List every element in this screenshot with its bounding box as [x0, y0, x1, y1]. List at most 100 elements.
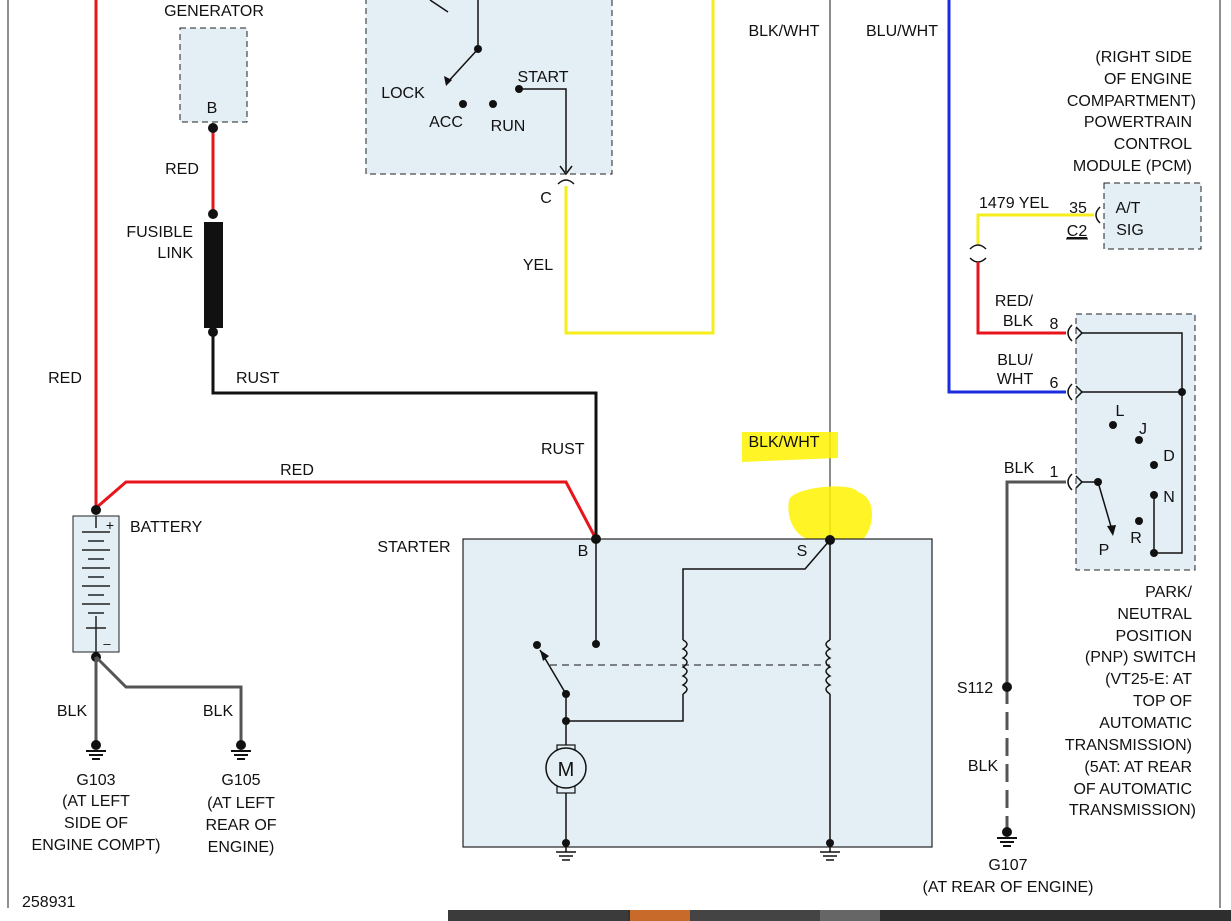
pnp-line-0: PARK/ [1145, 584, 1192, 601]
pcm-line-5: MODULE (PCM) [1073, 158, 1192, 175]
pnp-l-contact [1109, 421, 1117, 429]
g105-line-0: G105 [221, 772, 260, 789]
pnp-line-5: TOP OF [1133, 693, 1192, 710]
strip-segment-orange [630, 910, 690, 921]
red-blk-label-1: BLK [1003, 313, 1034, 330]
rust-label-1: RUST [236, 370, 280, 387]
rust-label-2: RUST [541, 441, 585, 458]
gear-r-label: R [1130, 530, 1142, 547]
rust-wire [211, 332, 598, 539]
yel-1479-wire [976, 213, 1094, 244]
ground-icon-g103 [86, 740, 106, 760]
pnp-line-8: (5AT: AT REAR [1084, 759, 1192, 776]
blu-wht-label-0: BLU/ [997, 352, 1033, 369]
blu-wht-top-label: BLU/WHT [866, 23, 938, 40]
g107-line-0: G107 [988, 857, 1027, 874]
g103-line-2: SIDE OF [64, 815, 128, 832]
ignition-arm-top [429, 0, 449, 13]
ign-run-label: RUN [491, 118, 526, 135]
generator-b-label: B [207, 100, 218, 117]
ign-c-label: C [540, 190, 552, 207]
connector-c-male [557, 179, 575, 185]
red-blk-wire [976, 262, 1066, 335]
solenoid-arrow [540, 650, 549, 661]
pcm-line-1: OF ENGINE [1104, 71, 1192, 88]
pnp-switch-box [1075, 313, 1196, 571]
red-left-label: RED [48, 370, 82, 387]
c2-label: C2 [1067, 223, 1088, 240]
ign-acc-label: ACC [429, 114, 463, 131]
pnp-pin8-circuit [1082, 332, 1183, 392]
pcm-connector-35 [1095, 206, 1101, 224]
pin-8-label: 8 [1050, 316, 1059, 333]
pnp-line-6: AUTOMATIC [1099, 715, 1192, 732]
pull-in-coil [681, 639, 688, 695]
bottom-toolbar-strip [0, 910, 1231, 921]
pnp-line-4: (VT25-E: AT [1105, 671, 1192, 688]
pin-35-label: 35 [1069, 200, 1087, 217]
fusible-link [204, 222, 223, 328]
motor-label: M [558, 759, 575, 781]
battery-cells [82, 516, 110, 652]
battery-positive-node [91, 505, 101, 515]
strip-segment-dark-2 [690, 910, 820, 921]
g103-line-1: (AT LEFT [62, 793, 130, 810]
g107-line-1: (AT REAR OF ENGINE) [923, 879, 1094, 896]
blk-wht-mid-label: BLK/WHT [748, 434, 819, 451]
generator-label: GENERATOR [164, 3, 264, 20]
solenoid-contact-b [592, 640, 600, 648]
s-to-pull-in-coil [682, 539, 831, 640]
highlight-blk-wht-label [742, 432, 838, 462]
pcm-line-3: POWERTRAIN [1084, 114, 1192, 131]
pnp-line-2: POSITION [1116, 628, 1192, 645]
at-sig-label-2: SIG [1116, 222, 1144, 239]
pnp-p-contact [1150, 549, 1158, 557]
pcm-box [1103, 182, 1202, 250]
pnp-line-1: NEUTRAL [1117, 606, 1192, 623]
blk-wht-top-label: BLK/WHT [748, 23, 819, 40]
strip-segment-white [0, 910, 448, 921]
wire-1479-label: 1479 YEL [979, 195, 1049, 212]
fusible-link-top-node [208, 209, 218, 219]
blk-g105-label: BLK [203, 703, 234, 720]
yel-label: YEL [523, 257, 553, 274]
pnp-n-contact [1150, 491, 1158, 499]
gear-l-label: L [1116, 403, 1125, 420]
pnp-selector-arm [1097, 481, 1113, 531]
pnp-d-contact [1150, 461, 1158, 469]
ignition-arrow [444, 76, 452, 86]
inline-connector-bottom [969, 257, 987, 263]
gear-2-label: J [1139, 421, 1147, 438]
pnp-p-n-bus [1154, 392, 1183, 554]
strip-segment-dark-3 [880, 910, 1231, 921]
ground-icon-g105 [231, 740, 251, 760]
ign-start-label: START [518, 69, 569, 86]
diagram-id: 258931 [22, 894, 75, 911]
s112-label: S112 [957, 680, 993, 697]
gear-d-label: D [1163, 448, 1175, 465]
hold-in-coil [825, 639, 832, 695]
ign-lock-label: LOCK [381, 85, 425, 102]
blk-g107-label: BLK [968, 758, 999, 775]
pcm-line-4: CONTROL [1114, 136, 1192, 153]
g103-line-3: ENGINE COMPT) [32, 837, 161, 854]
g103-line-0: G103 [76, 772, 115, 789]
ignition-arm [445, 48, 479, 85]
generator-b-terminal [208, 123, 218, 133]
pnp-line-7: TRANSMISSION) [1065, 737, 1192, 754]
pcm-line-0: (RIGHT SIDE [1095, 49, 1192, 66]
gear-p-label: P [1099, 542, 1110, 559]
battery-plus: + [106, 517, 114, 533]
fusible-link-label-2: LINK [157, 245, 193, 262]
red-wire-battery-starter [95, 480, 598, 540]
pull-in-return [566, 694, 684, 722]
hold-in-ground-node [826, 839, 834, 847]
acc-contact [459, 100, 467, 108]
g105-line-2: REAR OF [205, 817, 276, 834]
red-mid-label: RED [280, 462, 314, 479]
starter-box [462, 538, 933, 848]
starter-b-label: B [578, 543, 589, 560]
battery-minus: – [103, 636, 111, 651]
blk-wire-g105 [94, 655, 243, 742]
